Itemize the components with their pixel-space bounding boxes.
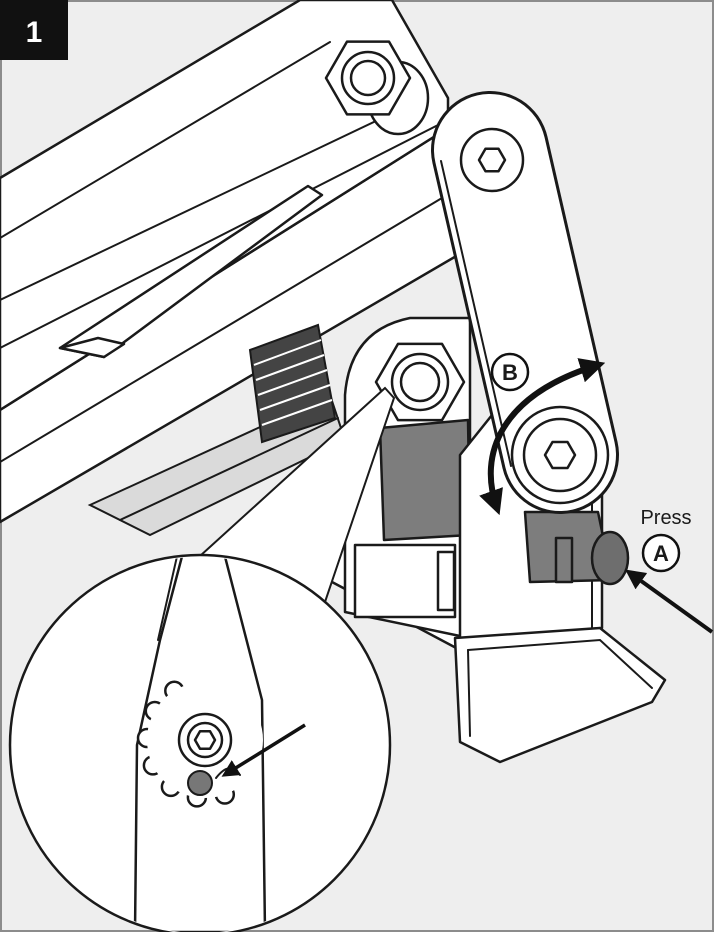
lower-bolt xyxy=(510,405,610,505)
step-number-badge: 1 xyxy=(0,0,68,60)
press-arrow-a xyxy=(625,569,714,634)
detail-lock-pin-dot xyxy=(187,770,213,796)
ribbed-spring xyxy=(248,323,337,444)
zoom-detail xyxy=(8,553,392,932)
detail-bolt xyxy=(177,712,233,768)
base-tray-front xyxy=(453,626,667,764)
lower-nut xyxy=(374,342,466,422)
callout-a: A xyxy=(641,533,681,573)
pin-end xyxy=(590,530,630,586)
hex-socket-icon xyxy=(543,440,577,470)
step-number: 1 xyxy=(26,16,43,49)
top-nut xyxy=(324,40,430,136)
rotate-arrow-b xyxy=(479,358,606,516)
top-bolt xyxy=(459,127,525,193)
callout-a-label: A xyxy=(653,541,669,566)
gray-block xyxy=(378,418,472,542)
beam-slot-block xyxy=(58,336,126,359)
detail-pointer-arrow xyxy=(221,723,306,777)
upper-beam xyxy=(0,0,450,412)
callout-b-label: B xyxy=(502,360,518,385)
hex-socket-icon xyxy=(477,147,507,173)
callout-b: B xyxy=(490,352,530,392)
hex-socket-icon xyxy=(193,730,217,750)
press-label: Press xyxy=(640,507,691,529)
